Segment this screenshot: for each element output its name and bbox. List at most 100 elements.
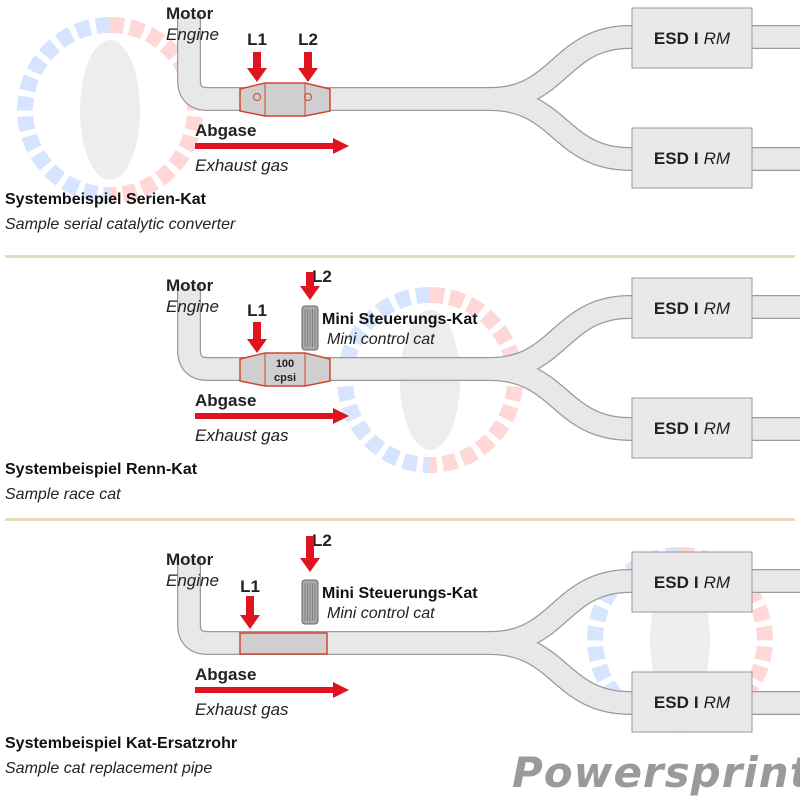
- l2-arrow-icon: [306, 536, 314, 560]
- muffler-de: ESD: [654, 29, 689, 48]
- muffler-separator: I: [694, 149, 699, 168]
- panel-title-en: Sample race cat: [5, 486, 121, 503]
- l2-label: L2: [312, 267, 332, 286]
- gear-blue-half: [17, 17, 111, 203]
- muffler-separator: I: [694, 299, 699, 318]
- muffler-label-upper: ESD I RM: [654, 29, 731, 48]
- engine-label-en: Engine: [166, 297, 219, 316]
- muffler-de: ESD: [654, 149, 689, 168]
- muffler-label-upper: ESD I RM: [654, 573, 731, 592]
- l1-arrow-icon: [240, 615, 260, 629]
- separator-line: [5, 518, 795, 521]
- muffler-separator: I: [694, 419, 699, 438]
- sensor-port-l1: [253, 93, 261, 101]
- muffler-lower: [631, 671, 753, 733]
- muffler-separator: I: [694, 693, 699, 712]
- muffler-label-lower: ESD I RM: [654, 149, 731, 168]
- l2-arrow-icon: [306, 272, 314, 288]
- l2-arrow-icon: [298, 68, 318, 82]
- muffler-en: RM: [704, 573, 731, 592]
- exhaust-pipe: [489, 358, 800, 440]
- mini-cat-label-en: Mini control cat: [327, 605, 435, 622]
- engine-label-en: Engine: [166, 25, 219, 44]
- muffler-label-lower: ESD I RM: [654, 419, 731, 438]
- gas-label-en: Exhaust gas: [195, 700, 289, 719]
- exhaust-pipe: [178, 284, 500, 380]
- separator-line: [5, 255, 795, 258]
- l1-label: L1: [240, 577, 260, 596]
- muffler-en: RM: [704, 29, 731, 48]
- exhaust-pipe: [489, 88, 800, 170]
- gas-label-de: Abgase: [195, 665, 256, 684]
- l1-arrow-icon: [247, 339, 267, 353]
- mini-cat-label-en: Mini control cat: [327, 331, 435, 348]
- exhaust-pipe: [489, 632, 800, 714]
- l1-label: L1: [247, 30, 267, 49]
- muffler-label-lower: ESD I RM: [654, 693, 731, 712]
- l2-label: L2: [298, 30, 318, 49]
- exhaust-flow-arrow-icon: [195, 143, 333, 149]
- muffler-en: RM: [704, 693, 731, 712]
- muffler-de: ESD: [654, 299, 689, 318]
- panel-title-de: Systembeispiel Kat-Ersatzrohr: [5, 735, 237, 752]
- mini-cat-label-de: Mini Steuerungs-Kat: [322, 311, 478, 328]
- muffler-upper: [631, 551, 753, 613]
- l2-label: L2: [312, 531, 332, 550]
- muffler-de: ESD: [654, 573, 689, 592]
- l1-arrow-icon: [253, 322, 261, 341]
- l1-arrow-icon: [246, 596, 254, 617]
- l2-arrow-icon: [300, 286, 320, 300]
- muffler-upper: [631, 7, 753, 69]
- l1-label: L1: [247, 301, 267, 320]
- muffler-lower: [631, 397, 753, 459]
- catalytic-converter: [239, 352, 331, 387]
- exhaust-pipe: [178, 558, 500, 654]
- exhaust-pipe: [178, 14, 500, 110]
- gas-label-en: Exhaust gas: [195, 426, 289, 445]
- exhaust-flow-arrowhead-icon: [333, 408, 349, 424]
- muffler-lower: [631, 127, 753, 189]
- exhaust-flow-arrowhead-icon: [333, 682, 349, 698]
- muffler-de: ESD: [654, 693, 689, 712]
- sensor-port-l2: [304, 93, 312, 101]
- panel-title-de: Systembeispiel Renn-Kat: [5, 461, 198, 478]
- engine-label-de: Motor: [166, 276, 214, 295]
- panel-title-en: Sample cat replacement pipe: [5, 760, 212, 777]
- cat-cpsi-value: 100: [276, 358, 294, 370]
- mini-cat-label-de: Mini Steuerungs-Kat: [322, 585, 478, 602]
- catalytic-converter: [239, 82, 331, 117]
- watermark-gear-icon: [17, 17, 203, 203]
- muffler-en: RM: [704, 419, 731, 438]
- gas-label-de: Abgase: [195, 391, 256, 410]
- engine-label-de: Motor: [166, 550, 214, 569]
- l2-arrow-icon: [304, 52, 312, 70]
- gear-red-half: [109, 17, 203, 203]
- engine-label-de: Motor: [166, 4, 214, 23]
- muffler-upper: [631, 277, 753, 339]
- panel-title-de: Systembeispiel Serien-Kat: [5, 191, 207, 208]
- exhaust-flow-arrowhead-icon: [333, 138, 349, 154]
- l1-arrow-icon: [247, 68, 267, 82]
- gas-label-de: Abgase: [195, 121, 256, 140]
- muffler-separator: I: [694, 29, 699, 48]
- muffler-de: ESD: [654, 419, 689, 438]
- l2-arrow-icon: [300, 558, 320, 572]
- muffler-separator: I: [694, 573, 699, 592]
- piston-shape: [80, 40, 140, 180]
- panel-title-en: Sample serial catalytic converter: [5, 216, 236, 233]
- exhaust-flow-arrow-icon: [195, 413, 333, 419]
- exhaust-flow-arrow-icon: [195, 687, 333, 693]
- cat-replacement-pipe: [239, 632, 328, 655]
- powersprint-logo: Powersprint: [512, 748, 800, 797]
- engine-label-en: Engine: [166, 571, 219, 590]
- pipe-outline: [177, 14, 500, 111]
- muffler-label-upper: ESD I RM: [654, 299, 731, 318]
- muffler-en: RM: [704, 149, 731, 168]
- gas-label-en: Exhaust gas: [195, 156, 289, 175]
- muffler-en: RM: [704, 299, 731, 318]
